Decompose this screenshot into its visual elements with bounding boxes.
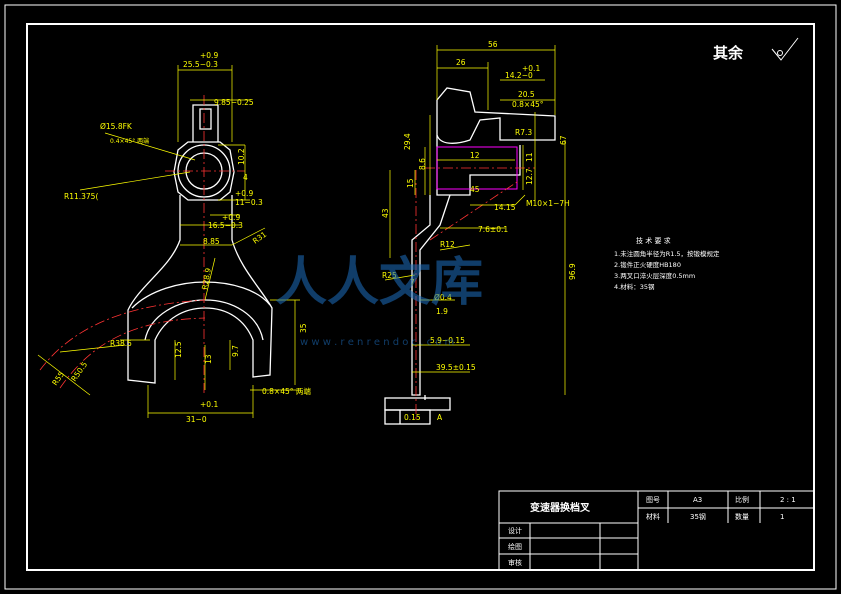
- dim-bore-chamfer: 0.4×45° 两端: [110, 137, 149, 145]
- dim-14-2-tol: +0.1: [522, 64, 540, 73]
- tol-datum-ref: A: [437, 413, 443, 422]
- dim-r38-5: R38.5: [110, 339, 132, 348]
- dim-r12: R12: [440, 240, 455, 249]
- tech-requirement-1: 1.未注圆角半径为R1.5，按锻模规定: [614, 249, 720, 258]
- dim-9-7: 9.7: [231, 345, 240, 357]
- dim-7: 7: [410, 278, 415, 287]
- dim-31-tol: +0.1: [200, 400, 218, 409]
- dim-bore-diameter: Ø15.8FK: [100, 122, 133, 131]
- dim-45: 45: [470, 185, 480, 194]
- dim-20-5: 20.5: [518, 90, 535, 99]
- watermark-text: 人人文库: [275, 253, 483, 313]
- dim-chamfer-bottom: 0.8×45° 两端: [262, 386, 311, 396]
- dim-14-2: 14.2−0: [505, 71, 533, 80]
- watermark: 人人文库 w w w . r e n r e n d o c . c o m: [275, 253, 483, 348]
- tech-requirement-3: 3.两叉口淬火层深度0.5mm: [614, 271, 695, 280]
- dim-4: 4: [243, 173, 248, 182]
- front-view-dimension-texts: +0.9 25.5−0.3 9.85−0.25 Ø15.8FK 0.4×45° …: [50, 51, 311, 424]
- label-drawing: 绘图: [508, 542, 522, 551]
- dim-thread: M10×1−7H: [526, 199, 570, 208]
- dim-12: 12: [470, 151, 480, 160]
- side-view-centerlines: [415, 167, 535, 420]
- dim-39-5: 39.5±0.15: [436, 363, 476, 372]
- value-quantity: 1: [780, 513, 784, 521]
- dim-16-5: 16.5−0.3: [208, 221, 243, 230]
- dim-31: 31−0: [186, 415, 207, 424]
- dim-11-side: 11: [525, 152, 534, 162]
- dim-5-9: 5.9−0.15: [430, 336, 465, 345]
- value-drawing-no: A3: [693, 496, 702, 504]
- dim-r50-5: R50.5: [69, 360, 89, 383]
- label-review: 审核: [508, 558, 522, 567]
- dim-35: 35: [299, 323, 308, 333]
- dim-16-5-tol: +0.9: [222, 213, 240, 222]
- label-scale: 比例: [735, 495, 749, 504]
- tech-requirements: 技 术 要 求 1.未注圆角半径为R1.5，按锻模规定 2.锻件正火硬度HB18…: [614, 236, 720, 291]
- dim-11-tol: +0.9: [235, 189, 253, 198]
- tech-requirement-4: 4.材料：35钢: [614, 282, 655, 291]
- dim-43: 43: [381, 208, 390, 218]
- dim-7-6: 7.6±0.1: [478, 225, 508, 234]
- tech-requirement-2: 2.锻件正火硬度HB180: [614, 260, 681, 269]
- dim-29-4: 29.4: [403, 133, 412, 150]
- dim-r31: R31: [251, 230, 268, 246]
- dim-r25: R25: [382, 271, 397, 280]
- dim-r7-3: R7.3: [515, 128, 532, 137]
- dim-slot-width: 9.85−0.25: [214, 98, 254, 107]
- title-block: [498, 490, 815, 571]
- dim-0-4: Ø0.4: [434, 293, 452, 302]
- dim-width-top-tol: +0.9: [200, 51, 218, 60]
- dim-chamfer-top: 0.8×45°: [512, 100, 544, 109]
- label-material: 材料: [646, 512, 660, 521]
- dim-12-7: 12.7: [525, 168, 534, 185]
- dim-r55: R55: [50, 370, 66, 387]
- dim-radius-r11: R11.375(: [64, 192, 98, 201]
- dim-10-2: 10.2: [237, 148, 246, 165]
- dim-r28-9: R28.9: [200, 267, 213, 290]
- dim-14-15: 14.15: [494, 203, 516, 212]
- roughness-check-symbol: [771, 37, 799, 61]
- dim-96-9: 96.9: [568, 263, 577, 280]
- label-quantity: 数量: [735, 512, 749, 521]
- label-design: 设计: [508, 526, 522, 535]
- dim-12-5: 12.5: [174, 341, 183, 358]
- dim-56: 56: [488, 40, 498, 49]
- side-view-dimension-lines: [384, 45, 566, 395]
- value-material: 35钢: [690, 512, 706, 521]
- dim-8-85: 8.85: [203, 237, 220, 246]
- dim-width-top: 25.5−0.3: [183, 60, 218, 69]
- inner-frame: [26, 23, 815, 571]
- dim-67: 67: [559, 135, 568, 145]
- tech-requirements-title: 技 术 要 求: [636, 236, 671, 245]
- value-scale: 2 : 1: [780, 496, 796, 504]
- dim-13: 13: [204, 354, 213, 364]
- outer-frame: [4, 4, 837, 590]
- front-view-dimension-lines: [37, 65, 300, 418]
- dim-11: 11−0.3: [235, 198, 263, 207]
- dim-1-9: 1.9: [436, 307, 448, 316]
- dim-26: 26: [456, 58, 466, 67]
- tol-flatness-value: 0.15: [404, 413, 421, 422]
- title-block-texts: 变速器换档叉 图号 A3 比例 2 : 1 材料 35钢 数量 1 设计 绘图 …: [508, 495, 796, 567]
- watermark-url: w w w . r e n r e n d o c . c o m: [300, 337, 454, 348]
- surface-roughness-label: 其余: [713, 44, 744, 62]
- side-view-dimension-texts: 56 26 +0.1 14.2−0 20.5 0.8×45° 29.4 R7.3…: [381, 40, 577, 422]
- dim-15: 15: [406, 178, 415, 188]
- part-name: 变速器换档叉: [530, 501, 591, 514]
- dim-8-6: 8.6: [418, 158, 427, 170]
- label-drawing-no: 图号: [646, 496, 660, 504]
